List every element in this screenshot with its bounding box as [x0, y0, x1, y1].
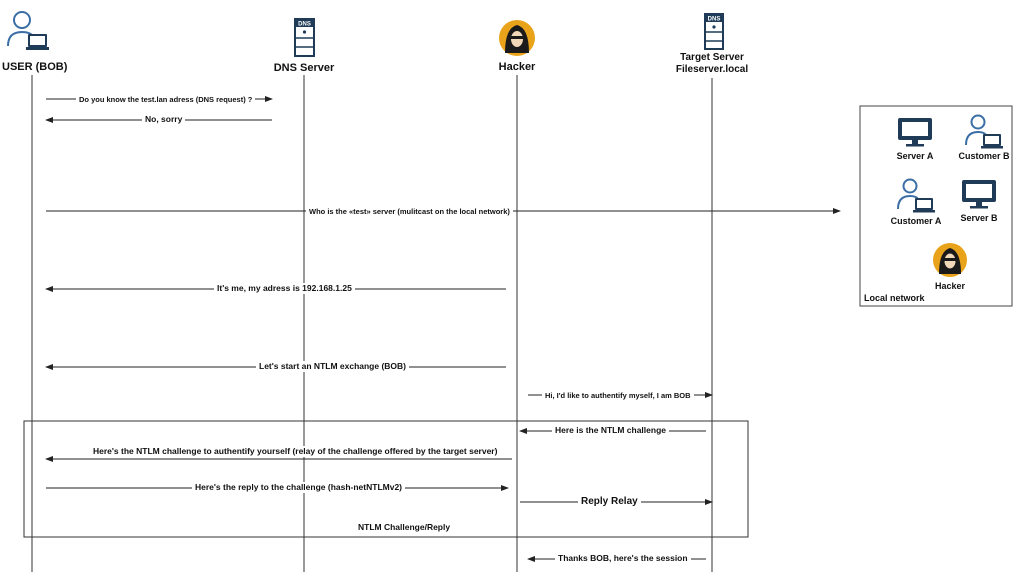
actor-target-label-line1: Target Server: [680, 52, 744, 63]
msg-authenticate: Hi, I'd like to authentify myself, I am …: [542, 390, 694, 401]
target-server-icon: [704, 13, 724, 50]
msg-ntlm-challenge: Here is the NTLM challenge: [552, 425, 669, 436]
node-label-server-b: Server B: [960, 213, 998, 223]
dns-server-icon: [294, 18, 315, 57]
msg-multicast: Who is the «test» server (mulitcast on t…: [306, 206, 513, 217]
node-label-customer-a: Customer A: [890, 216, 942, 226]
msg-reply-relay: Reply Relay: [578, 496, 641, 507]
actor-user-label: USER (BOB): [2, 61, 68, 73]
customer-a-icon: [897, 178, 935, 213]
msg-session: Thanks BOB, here's the session: [555, 553, 691, 564]
msg-its-me: It's me, my adress is 192.168.1.25: [214, 283, 355, 294]
local-network-title: Local network: [864, 293, 925, 303]
actor-dns-label: DNS Server: [273, 62, 335, 74]
user-icon: [7, 11, 49, 50]
actor-target-label-line2: Fileserver.local: [675, 64, 749, 75]
server-a-icon: [898, 118, 932, 147]
msg-reply: Here's the reply to the challenge (hash-…: [192, 482, 406, 493]
msg-start-ntlm: Let's start an NTLM exchange (BOB): [256, 361, 410, 372]
hacker-icon: [499, 20, 535, 56]
msg-dns-request: Do you know the test.lan adress (DNS req…: [76, 94, 256, 105]
customer-b-icon: [965, 114, 1003, 149]
ntlm-group-label: NTLM Challenge/Reply: [355, 522, 454, 533]
server-b-icon: [962, 180, 996, 209]
node-label-customer-b: Customer B: [958, 151, 1010, 161]
local-hacker-icon: [933, 243, 967, 277]
msg-relay-challenge: Here's the NTLM challenge to authentify …: [90, 446, 501, 457]
target-badge-text: DNS: [708, 17, 721, 23]
ntlm-group-box: [23, 420, 749, 538]
actor-hacker-label: Hacker: [498, 61, 536, 73]
dns-badge-text: DNS: [298, 22, 311, 28]
node-label-hacker: Hacker: [934, 281, 966, 291]
msg-no-sorry: No, sorry: [142, 114, 186, 125]
node-label-server-a: Server A: [896, 151, 934, 161]
